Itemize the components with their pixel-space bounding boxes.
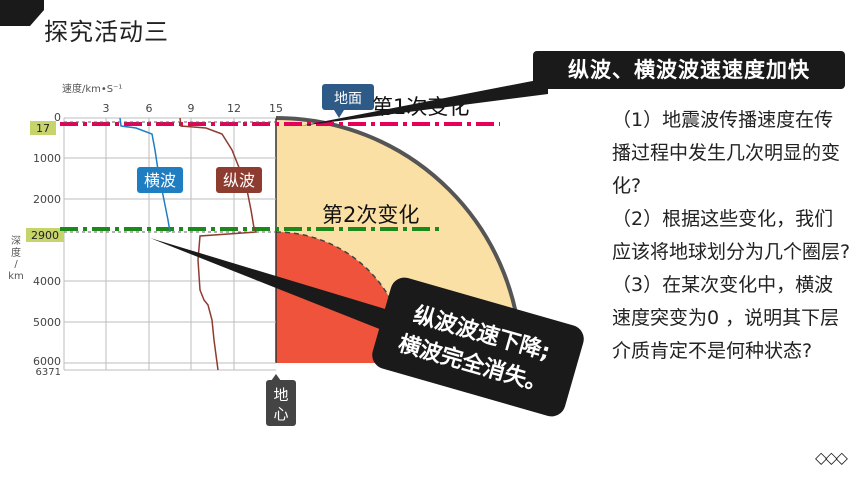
question-item: （1）地震波传播速度在传播过程中发生几次明显的变化? [612,109,841,197]
longitudinal-wave-badge [216,167,262,193]
moho-depth-label: 17 [36,122,50,135]
speed-tick: 9 [188,102,195,115]
center-label: 地 [273,386,288,404]
surface-label-box [322,84,374,110]
gutenberg-depth-label: 2900 [31,229,59,242]
center-label-box [266,380,296,426]
center-label: 心 [273,405,288,423]
depth-tick: 6371 [36,367,61,378]
depth-tick: 5000 [33,316,61,329]
longitudinal-wave-label: 纵波 [223,171,255,190]
speed-increase-banner: 纵波、横波波速速度加快 [533,51,845,89]
depth-axis-label: 深 [11,235,21,247]
corner-decoration [0,0,44,26]
depth-tick: 6000 [33,355,61,368]
second-change-label: 第2次变化 [322,203,419,227]
depth-tick: 4000 [33,275,61,288]
banner-pointer [300,78,548,126]
speed-axis-label: 速度/km•S⁻¹ [62,82,122,95]
transverse-wave-label: 横波 [144,171,176,190]
depth-axis-label: km [8,271,24,282]
speed-tick: 3 [103,102,110,115]
surface-label: 地面 [334,91,362,107]
core-boundary-arc [275,231,408,364]
moho-depth-badge [30,121,56,135]
gutenberg-depth-badge [26,228,64,242]
depth-tick: 2000 [33,193,61,206]
depth-tick: 0 [54,111,61,124]
longitudinal-wave-curve [179,117,258,371]
chart-grid [63,117,276,371]
speed-tick: 12 [227,102,241,115]
transverse-wave-badge [137,167,183,193]
question-item: （2）根据这些变化，我们应该将地球划分为几个圈层? [612,208,851,263]
transverse-wave-curve [119,117,171,233]
callout-pointer [150,238,420,345]
footer-diamonds-icon: ◇◇◇ [815,448,848,467]
center-label-pointer [271,374,281,381]
speed-tick: 6 [146,102,153,115]
page-title: 探究活动三 [44,18,169,46]
callout-box [372,277,584,417]
surface-label-pointer [334,110,344,118]
depth-axis-label: / [14,259,18,270]
depth-tick: 1000 [33,152,61,165]
depth-axis-label: 度 [11,246,21,259]
speed-tick: 15 [269,102,283,115]
question-list: （1）地震波传播速度在传播过程中发生几次明显的变化? （2）根据这些变化，我们应… [612,104,852,368]
question-item: （3）在某次变化中，横波速度突变为0 ，说明其下层介质肯定不是何种状态? [612,274,840,362]
